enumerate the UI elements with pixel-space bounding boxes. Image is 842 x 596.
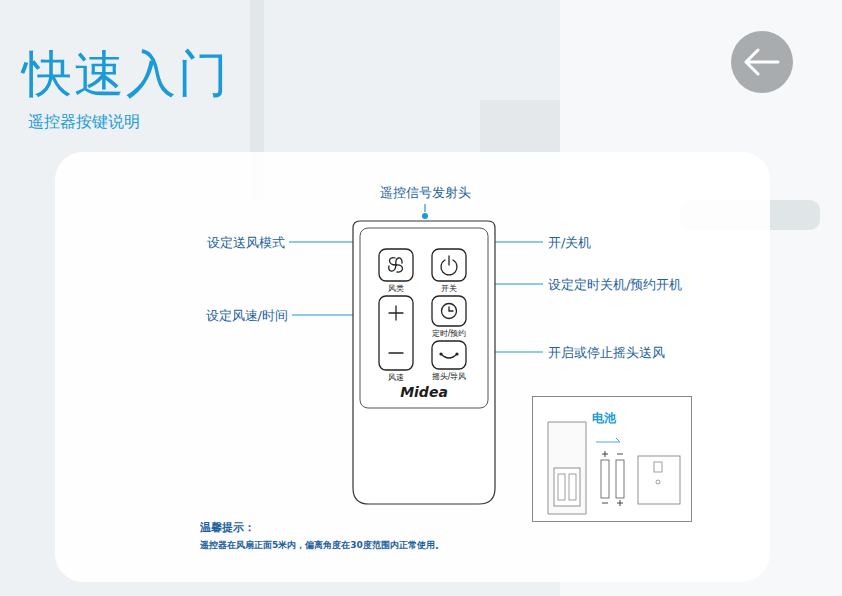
remote-button: 开关	[427, 248, 471, 294]
remote-button: 定时/预约	[422, 295, 476, 339]
callout-label: 设定定时关机/预约开机	[548, 276, 682, 293]
callout-label: 温馨提示：	[200, 520, 255, 535]
button-icon	[431, 295, 467, 327]
callout-label: 开/关机	[548, 234, 591, 251]
remote-button: 摇头/导风	[422, 340, 476, 382]
callout-label: 设定风速/时间	[206, 307, 288, 324]
button-icon	[378, 248, 414, 282]
button-label: 定时/预约	[422, 329, 476, 339]
page-title: 快速入门	[22, 44, 230, 104]
button-label: 风类	[374, 284, 418, 294]
callout-label: 遥控器按键说明	[28, 112, 140, 132]
remote-control: Midea 风类开关风速 定时/预约摇头/导风	[352, 220, 496, 505]
remote-outline	[352, 220, 496, 505]
battery-inset: 电池	[532, 396, 692, 522]
button-label: 风速	[374, 373, 418, 383]
button-label: 摇头/导风	[422, 372, 476, 382]
battery-label: 电池	[592, 410, 616, 427]
callout-label: 遥控器在风扇正面5米内，偏离角度在30度范围内正常使用。	[200, 539, 444, 552]
button-icon	[378, 295, 414, 371]
button-icon	[431, 248, 467, 282]
button-icon	[431, 340, 467, 370]
brand-logo: Midea	[352, 384, 496, 400]
callout-label: 开启或停止摇头送风	[548, 344, 665, 361]
remote-button: 风类	[374, 248, 418, 294]
callout-label: 设定送风模式	[207, 234, 285, 251]
callout-label: 遥控信号发射头	[380, 184, 471, 201]
remote-button: 风速	[374, 295, 418, 383]
button-label: 开关	[427, 284, 471, 294]
